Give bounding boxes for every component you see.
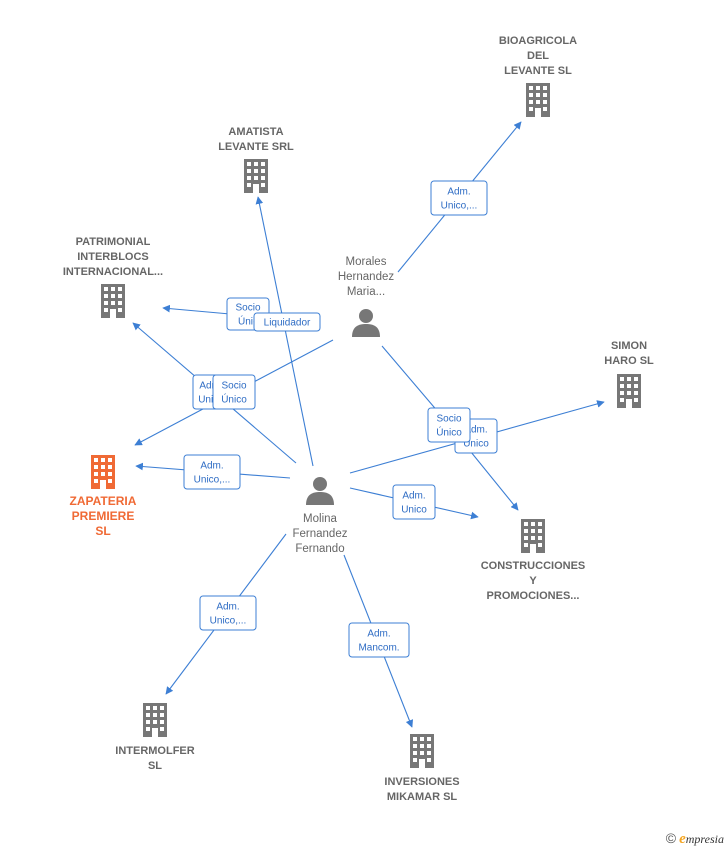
building-icon — [526, 83, 550, 117]
building-icon — [91, 455, 115, 489]
person-icon — [306, 477, 334, 505]
node-label-bioagricola: DEL — [527, 50, 549, 62]
node-label-construcciones: PROMOCIONES... — [487, 590, 580, 602]
building-icon — [521, 519, 545, 553]
node-label-molina: Fernandez — [293, 528, 348, 540]
node-label-bioagricola: BIOAGRICOLA — [499, 35, 577, 47]
relation-label-box — [430, 180, 488, 216]
node-inversiones[interactable]: INVERSIONES MIKAMAR SL — [384, 734, 460, 803]
empresia-watermark[interactable]: ©empresia — [666, 830, 724, 848]
node-label-patrimonial: INTERBLOCS — [77, 251, 149, 263]
relation-labels-layer: Adm.Unico,...SocioÚnicAdm.UnicoAdm.Unico… — [183, 180, 498, 658]
node-construcciones[interactable]: CONSTRUCCIONES Y PROMOCIONES... — [481, 519, 586, 602]
relation-label-text: Liquidador — [264, 318, 311, 329]
node-bioagricola[interactable]: BIOAGRICOLA DEL LEVANTE SL — [499, 35, 577, 117]
relation-label-text: Unico — [463, 439, 489, 450]
relation-label-text: Único — [221, 393, 247, 406]
relation-label-box — [392, 484, 436, 520]
building-icon — [410, 734, 434, 768]
relation-label-text: Único — [436, 426, 462, 439]
edge-morales-patrimonial — [162, 304, 231, 315]
node-label-patrimonial: PATRIMONIAL — [76, 236, 151, 248]
relation-label-text: Socio — [235, 303, 260, 314]
node-label-bioagricola: LEVANTE SL — [504, 65, 572, 77]
relation-label-text: Adm. — [402, 491, 425, 502]
copyright-symbol: © — [665, 830, 677, 846]
building-icon — [101, 284, 125, 318]
relation-label-box — [348, 622, 410, 658]
node-label-morales: Maria... — [347, 286, 385, 298]
relation-label-text: Mancom. — [358, 643, 399, 654]
node-label-inversiones: MIKAMAR SL — [387, 791, 458, 803]
relation-label-text: Socio — [436, 414, 461, 425]
relation-label-text: Unico — [401, 505, 427, 516]
relation-label-text: Adm. — [464, 425, 487, 436]
node-label-morales: Hernandez — [338, 271, 395, 283]
node-label-morales: Morales — [346, 256, 387, 268]
node-label-molina: Fernando — [295, 543, 344, 555]
relation-label-box — [199, 595, 257, 631]
brand-initial: e — [679, 831, 686, 847]
relation-label-molina-intermolfer[interactable]: Adm. Unico,... — [199, 595, 257, 631]
relation-label-text: Unico,... — [194, 475, 231, 486]
node-label-simon: HARO SL — [604, 355, 654, 367]
relation-label-molina-construcciones[interactable]: Adm. Unico — [392, 484, 436, 520]
relation-label-text: Unico,... — [210, 616, 247, 627]
relation-label-text: Adm. — [199, 381, 222, 392]
node-label-amatista: LEVANTE SRL — [218, 141, 294, 153]
relation-label-text: Adm. — [200, 461, 223, 472]
relation-label-text: Unico,... — [441, 201, 478, 212]
node-label-inversiones: INVERSIONES — [384, 776, 459, 788]
node-patrimonial[interactable]: PATRIMONIAL INTERBLOCS INTERNACIONAL... — [63, 236, 163, 318]
node-label-amatista: AMATISTA — [228, 126, 283, 138]
node-label-intermolfer: INTERMOLFER — [115, 745, 194, 757]
relation-label-molina-amatista[interactable]: Liquidador — [253, 312, 321, 332]
building-icon — [617, 374, 641, 408]
relation-label-text: Socio — [221, 381, 246, 392]
node-simon[interactable]: SIMON HARO SL — [604, 340, 654, 408]
node-label-simon: SIMON — [611, 340, 647, 352]
building-icon — [244, 159, 268, 193]
node-label-zapateria: SL — [95, 524, 110, 538]
relation-label-molina-inversiones[interactable]: Adm. Mancom. — [348, 622, 410, 658]
relation-label-box — [212, 374, 256, 410]
node-amatista[interactable]: AMATISTA LEVANTE SRL — [218, 126, 294, 193]
node-label-construcciones: CONSTRUCCIONES — [481, 560, 586, 572]
relation-label-morales-bioagricola[interactable]: Adm. Unico,... — [430, 180, 488, 216]
node-label-construcciones: Y — [529, 575, 537, 587]
relation-label-text: Adm. — [216, 602, 239, 613]
node-label-intermolfer: SL — [148, 760, 162, 772]
relation-label-molina-zapateria[interactable]: Adm. Unico,... — [183, 454, 241, 490]
node-label-zapateria: ZAPATERIA — [70, 494, 137, 508]
node-morales[interactable]: MoralesHernandezMaria... — [338, 256, 395, 337]
relation-label-text: Adm. — [367, 629, 390, 640]
relation-label-box — [253, 312, 321, 332]
brand-name: mpresia — [685, 832, 724, 846]
node-label-zapateria: PREMIERE — [72, 509, 135, 523]
nodes-layer: BIOAGRICOLA DEL LEVANTE SL AMATISTA LEVANTE … — [63, 35, 654, 803]
relation-label-text: Únic — [238, 315, 258, 328]
node-intermolfer[interactable]: INTERMOLFER SL — [115, 703, 195, 772]
node-label-molina: Molina — [303, 513, 337, 525]
relation-label-text: Unico — [198, 395, 224, 406]
relation-label-text: Adm. — [447, 187, 470, 198]
building-icon — [143, 703, 167, 737]
relation-label-box — [427, 407, 471, 443]
node-label-patrimonial: INTERNACIONAL... — [63, 266, 163, 278]
relation-label-box — [183, 454, 241, 490]
person-icon — [352, 309, 380, 337]
